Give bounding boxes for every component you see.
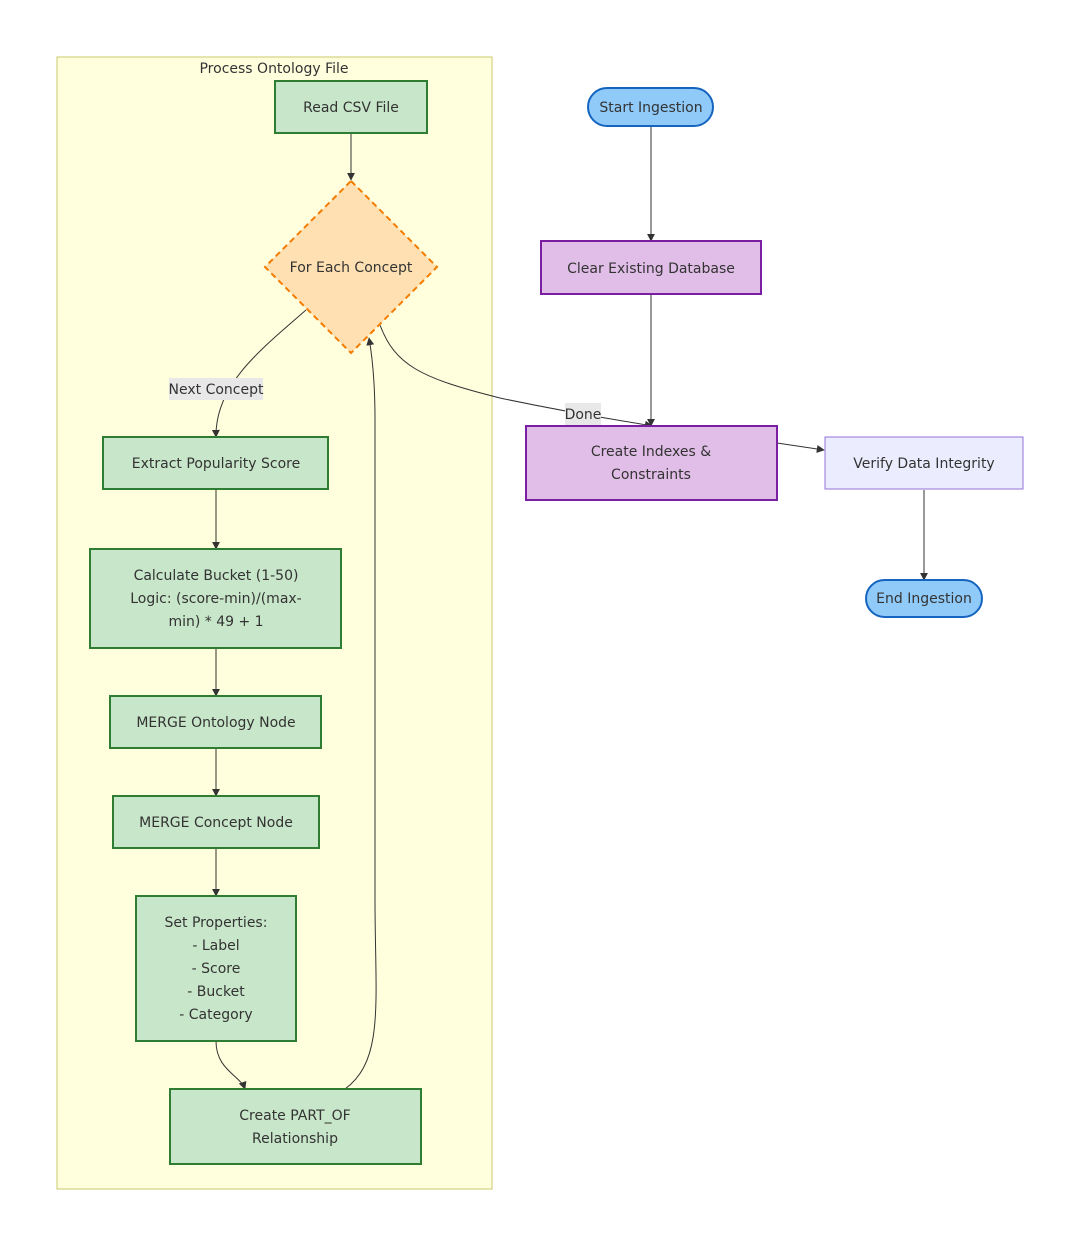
node-box xyxy=(169,1088,422,1165)
node-label-line: Relationship xyxy=(252,1131,338,1147)
node-label-line: Set Properties: xyxy=(165,915,268,931)
node-label: Verify Data Integrity xyxy=(853,456,994,472)
edge-createrel-to-foreach xyxy=(344,337,377,1090)
node-merge-concept[interactable]: MERGE Concept Node xyxy=(112,795,320,849)
node-label-line: - Label xyxy=(192,938,239,954)
terminal-pill xyxy=(865,579,983,618)
node-end-ingestion[interactable]: End Ingestion xyxy=(865,579,983,618)
node-label: Extract Popularity Score xyxy=(132,456,300,472)
node-start-ingestion[interactable]: Start Ingestion xyxy=(587,87,714,127)
edge-label-next-concept: Next Concept xyxy=(169,378,264,400)
node-label: Clear Existing Database xyxy=(567,261,735,277)
node-calculate-bucket[interactable]: Calculate Bucket (1-50) Logic: (score-mi… xyxy=(89,548,342,649)
node-extract-popularity[interactable]: Extract Popularity Score xyxy=(102,436,329,490)
node-box xyxy=(274,80,428,134)
node-box xyxy=(89,548,342,649)
decision-diamond xyxy=(263,179,439,355)
terminal-pill xyxy=(587,87,714,127)
node-merge-ontology[interactable]: MERGE Ontology Node xyxy=(109,695,322,749)
node-box xyxy=(112,795,320,849)
node-read-csv[interactable]: Read CSV File xyxy=(274,80,428,134)
node-label-line: - Bucket xyxy=(187,984,245,1000)
edge-foreach-to-extract xyxy=(211,309,307,438)
edge-label-text: Next Concept xyxy=(169,382,264,398)
node-box xyxy=(102,436,329,490)
node-label-line: - Score xyxy=(192,961,241,977)
node-for-each-concept[interactable]: For Each Concept xyxy=(263,179,439,355)
node-create-part-of[interactable]: Create PART_OF Relationship xyxy=(169,1088,422,1165)
edge-setprops-to-createrel xyxy=(215,1040,247,1090)
edge-label-text: Done xyxy=(565,407,602,423)
node-box xyxy=(525,425,778,501)
edge-label-bg xyxy=(565,403,601,425)
node-label-line: Create PART_OF xyxy=(239,1108,350,1124)
node-label-line: Calculate Bucket (1-50) xyxy=(134,568,299,584)
node-set-properties[interactable]: Set Properties: - Label - Score - Bucket… xyxy=(135,895,297,1042)
node-label-line: Constraints xyxy=(611,467,691,483)
edge-label-done: Done xyxy=(565,403,602,425)
node-box xyxy=(109,695,322,749)
node-label: MERGE Concept Node xyxy=(139,815,293,831)
node-label: MERGE Ontology Node xyxy=(136,715,295,731)
edge-label-bg xyxy=(169,378,263,400)
node-clear-database[interactable]: Clear Existing Database xyxy=(540,240,762,295)
node-create-indexes[interactable]: Create Indexes & Constraints xyxy=(525,425,778,501)
node-label-line: Create Indexes & xyxy=(591,444,711,460)
node-label: End Ingestion xyxy=(876,591,972,607)
node-label-line: Logic: (score-min)/(max- xyxy=(130,591,302,607)
subgraph-title: Process Ontology File xyxy=(199,61,348,77)
node-box xyxy=(540,240,762,295)
node-label: Read CSV File xyxy=(303,100,399,116)
node-box xyxy=(824,436,1024,490)
node-verify-integrity[interactable]: Verify Data Integrity xyxy=(824,436,1024,490)
edge-createidx-to-verify xyxy=(776,442,825,453)
edges xyxy=(211,126,928,1090)
node-label: Start Ingestion xyxy=(599,100,702,116)
node-label-line: min) * 49 + 1 xyxy=(168,614,263,630)
node-label: For Each Concept xyxy=(290,260,413,276)
edge-foreach-to-createidx xyxy=(379,324,653,429)
node-box xyxy=(135,895,297,1042)
node-label-line: - Category xyxy=(179,1007,252,1023)
